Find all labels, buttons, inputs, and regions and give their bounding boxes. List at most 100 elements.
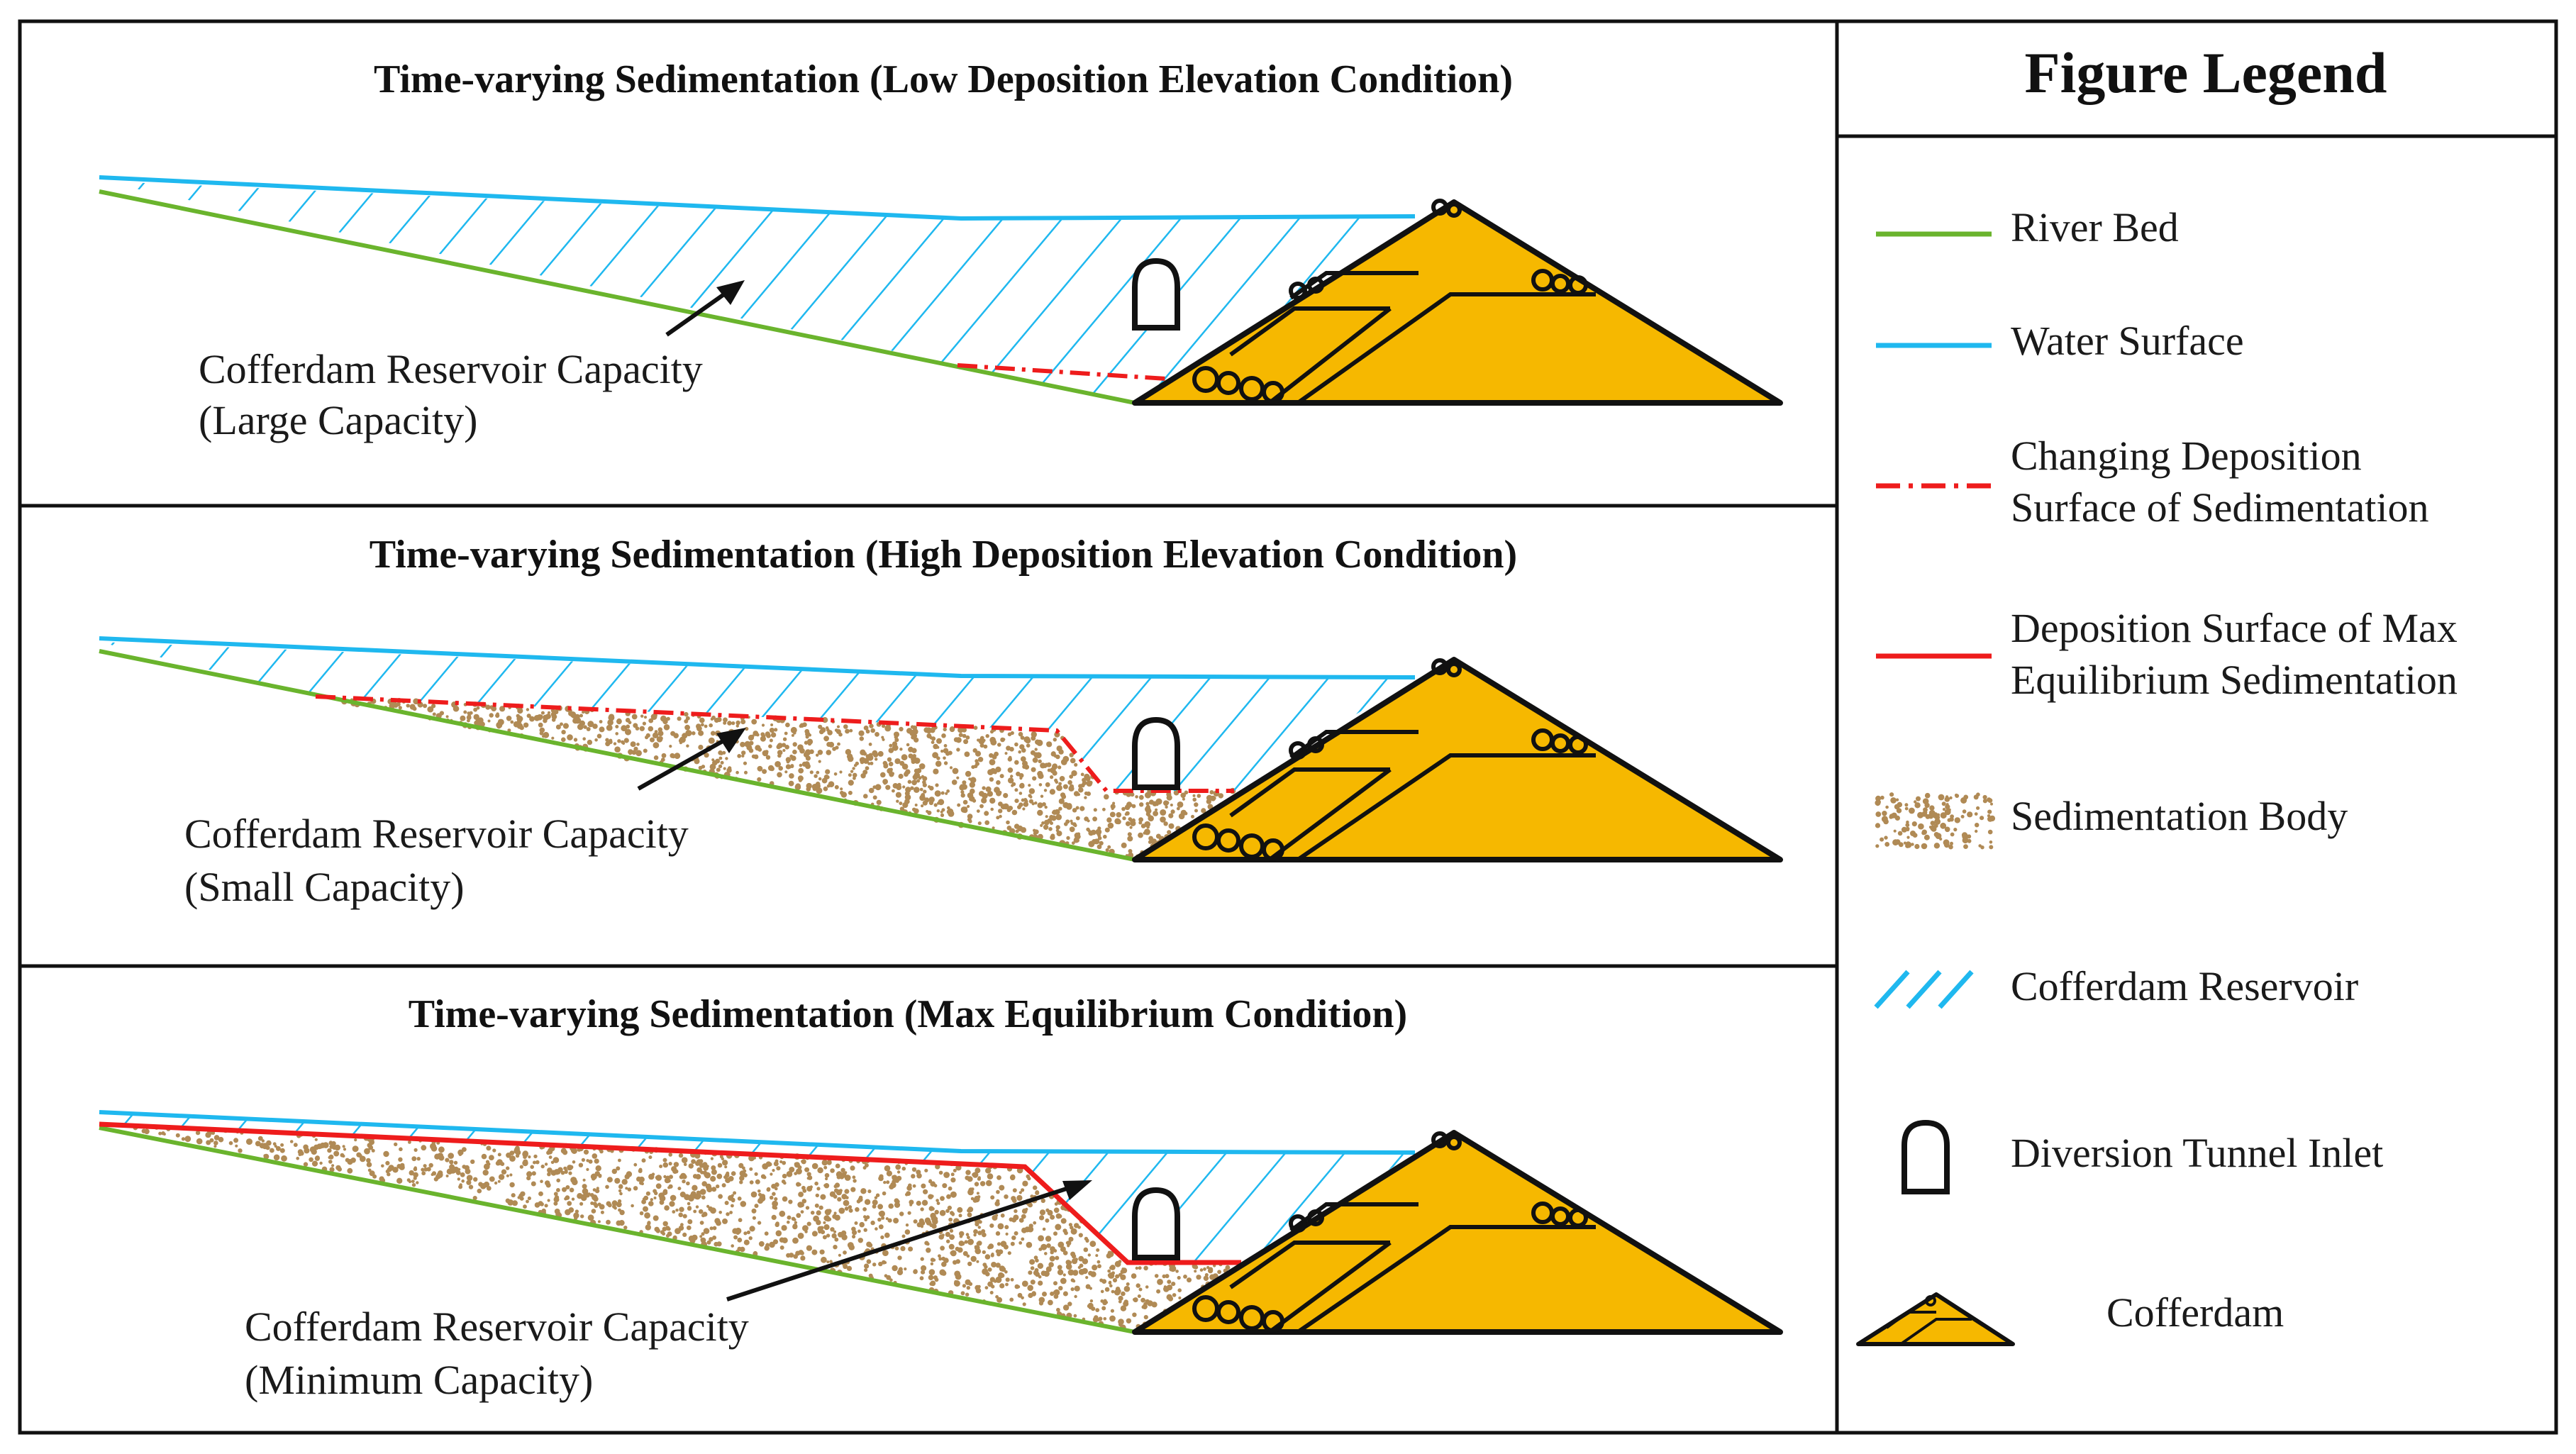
sediment-dot	[184, 1136, 191, 1143]
sediment-dot	[976, 809, 980, 813]
panel-title: Time-varying Sedimentation (High Deposit…	[370, 533, 1517, 577]
sediment-dot	[945, 1231, 950, 1237]
sediment-dot	[489, 705, 494, 709]
sediment-dot	[561, 737, 566, 743]
sediment-dot	[539, 731, 544, 736]
sediment-dot	[607, 727, 611, 731]
sediment-dot	[779, 1160, 783, 1164]
sediment-dot	[1890, 797, 1897, 804]
sediment-dot	[900, 1245, 906, 1251]
sediment-dot	[692, 1184, 698, 1192]
sediment-dot	[1007, 757, 1013, 762]
sediment-dot	[724, 1165, 728, 1169]
sediment-dot	[784, 770, 788, 774]
sediment-dot	[1911, 843, 1914, 846]
sediment-dot	[739, 1180, 743, 1184]
sediment-dot	[972, 1172, 979, 1178]
sediment-dot	[1058, 1286, 1063, 1291]
sediment-dot	[643, 748, 648, 753]
sediment-dot	[860, 773, 866, 779]
sediment-dot	[976, 1260, 979, 1263]
sediment-dot	[848, 1205, 853, 1209]
sediment-dot	[565, 1169, 568, 1172]
sediment-dot	[1038, 1235, 1044, 1242]
sediment-dot	[492, 1148, 496, 1153]
sediment-dot	[735, 724, 740, 728]
sediment-dot	[387, 1172, 391, 1177]
sediment-dot	[1941, 801, 1946, 806]
sediment-dot	[213, 1141, 218, 1145]
sediment-dot	[1021, 1188, 1025, 1192]
sediment-dot	[826, 750, 832, 755]
sediment-dot	[764, 1231, 769, 1236]
sediment-dot	[1884, 842, 1890, 847]
sediment-dot	[1875, 811, 1882, 817]
sediment-dot	[769, 728, 775, 733]
sediment-dot	[544, 1204, 548, 1208]
sediment-dot	[526, 1171, 533, 1177]
sediment-dot	[309, 1157, 313, 1162]
sediment-dot	[714, 1218, 721, 1224]
sediment-dot	[1207, 1267, 1214, 1274]
sediment-dot	[304, 1148, 310, 1154]
sediment-dot	[923, 1189, 928, 1194]
sediment-dot	[997, 743, 1001, 747]
sediment-dot	[722, 1218, 728, 1224]
sediment-dot	[665, 1233, 670, 1238]
sediment-dot	[743, 1173, 748, 1177]
sediment-dot	[914, 768, 919, 774]
sediment-dot	[933, 743, 938, 750]
sediment-dot	[438, 1170, 443, 1176]
sediment-dot	[1094, 1315, 1099, 1320]
sediment-dot	[800, 1210, 804, 1214]
sediment-dot	[1010, 731, 1014, 736]
sediment-dot	[979, 804, 984, 809]
sediment-dot	[755, 733, 760, 737]
sediment-dot	[1018, 1241, 1023, 1245]
sediment-dot	[1084, 775, 1091, 782]
sediment-dot	[1136, 1283, 1140, 1288]
sediment-dot	[894, 758, 901, 765]
sediment-dot	[303, 1162, 309, 1167]
sediment-dot	[648, 726, 654, 732]
sediment-dot	[619, 1209, 625, 1216]
sediment-dot	[257, 1136, 263, 1141]
sediment-dot	[778, 766, 783, 771]
sediment-dot	[1933, 843, 1941, 849]
sediment-dot	[1004, 1225, 1009, 1230]
sediment-dot	[531, 1171, 536, 1176]
sediment-dot	[1057, 1265, 1062, 1270]
sediment-dot	[1085, 1239, 1089, 1243]
sediment-dot	[571, 1148, 577, 1155]
sediment-dot	[674, 1228, 681, 1234]
sediment-dot	[413, 1172, 418, 1178]
sediment-dot	[927, 810, 932, 816]
sediment-dot	[1039, 1209, 1046, 1216]
sediment-dot	[1098, 1316, 1103, 1321]
sediment-dot	[946, 789, 950, 793]
sediment-dot	[1003, 1244, 1009, 1250]
sediment-dot	[1075, 1258, 1078, 1261]
sediment-dot	[1038, 1247, 1043, 1251]
sediment-dot	[848, 779, 854, 786]
sediment-dot	[574, 1209, 579, 1214]
sediment-dot	[888, 748, 894, 753]
sediment-dot	[668, 1184, 673, 1189]
sediment-dot	[892, 1265, 898, 1272]
sediment-dot	[642, 721, 647, 726]
panel-max-equilibrium: Time-varying Sedimentation (Max Equilibr…	[99, 992, 1783, 1403]
sediment-dot	[600, 1210, 604, 1214]
sediment-dot	[1123, 1285, 1131, 1292]
sediment-dot	[1143, 1265, 1148, 1271]
sediment-dot	[507, 728, 511, 733]
sediment-dot	[1989, 845, 1994, 850]
sediment-dot	[605, 1184, 609, 1189]
sediment-dot	[725, 1177, 731, 1184]
sediment-dot	[1037, 1262, 1044, 1270]
sediment-dot	[910, 725, 915, 729]
sediment-dot	[872, 1199, 878, 1206]
sediment-dot	[777, 750, 783, 755]
sediment-dot	[1089, 1299, 1094, 1303]
sediment-dot	[354, 1138, 357, 1142]
sediment-dot	[1003, 793, 1009, 799]
